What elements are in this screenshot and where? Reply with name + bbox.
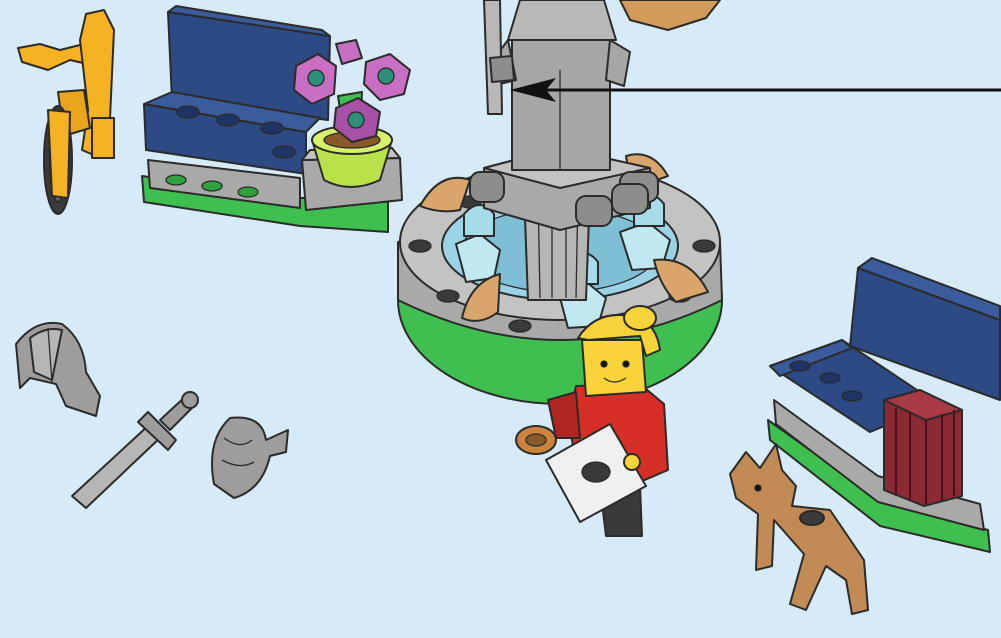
flower-icon bbox=[364, 54, 410, 100]
round-plate-icon bbox=[516, 426, 556, 454]
fountain bbox=[398, 148, 722, 404]
statue bbox=[484, 0, 720, 170]
bicycle bbox=[18, 10, 114, 214]
fish-icon bbox=[212, 417, 288, 498]
trash-bin-icon bbox=[884, 390, 962, 506]
helmet-icon bbox=[16, 323, 100, 416]
